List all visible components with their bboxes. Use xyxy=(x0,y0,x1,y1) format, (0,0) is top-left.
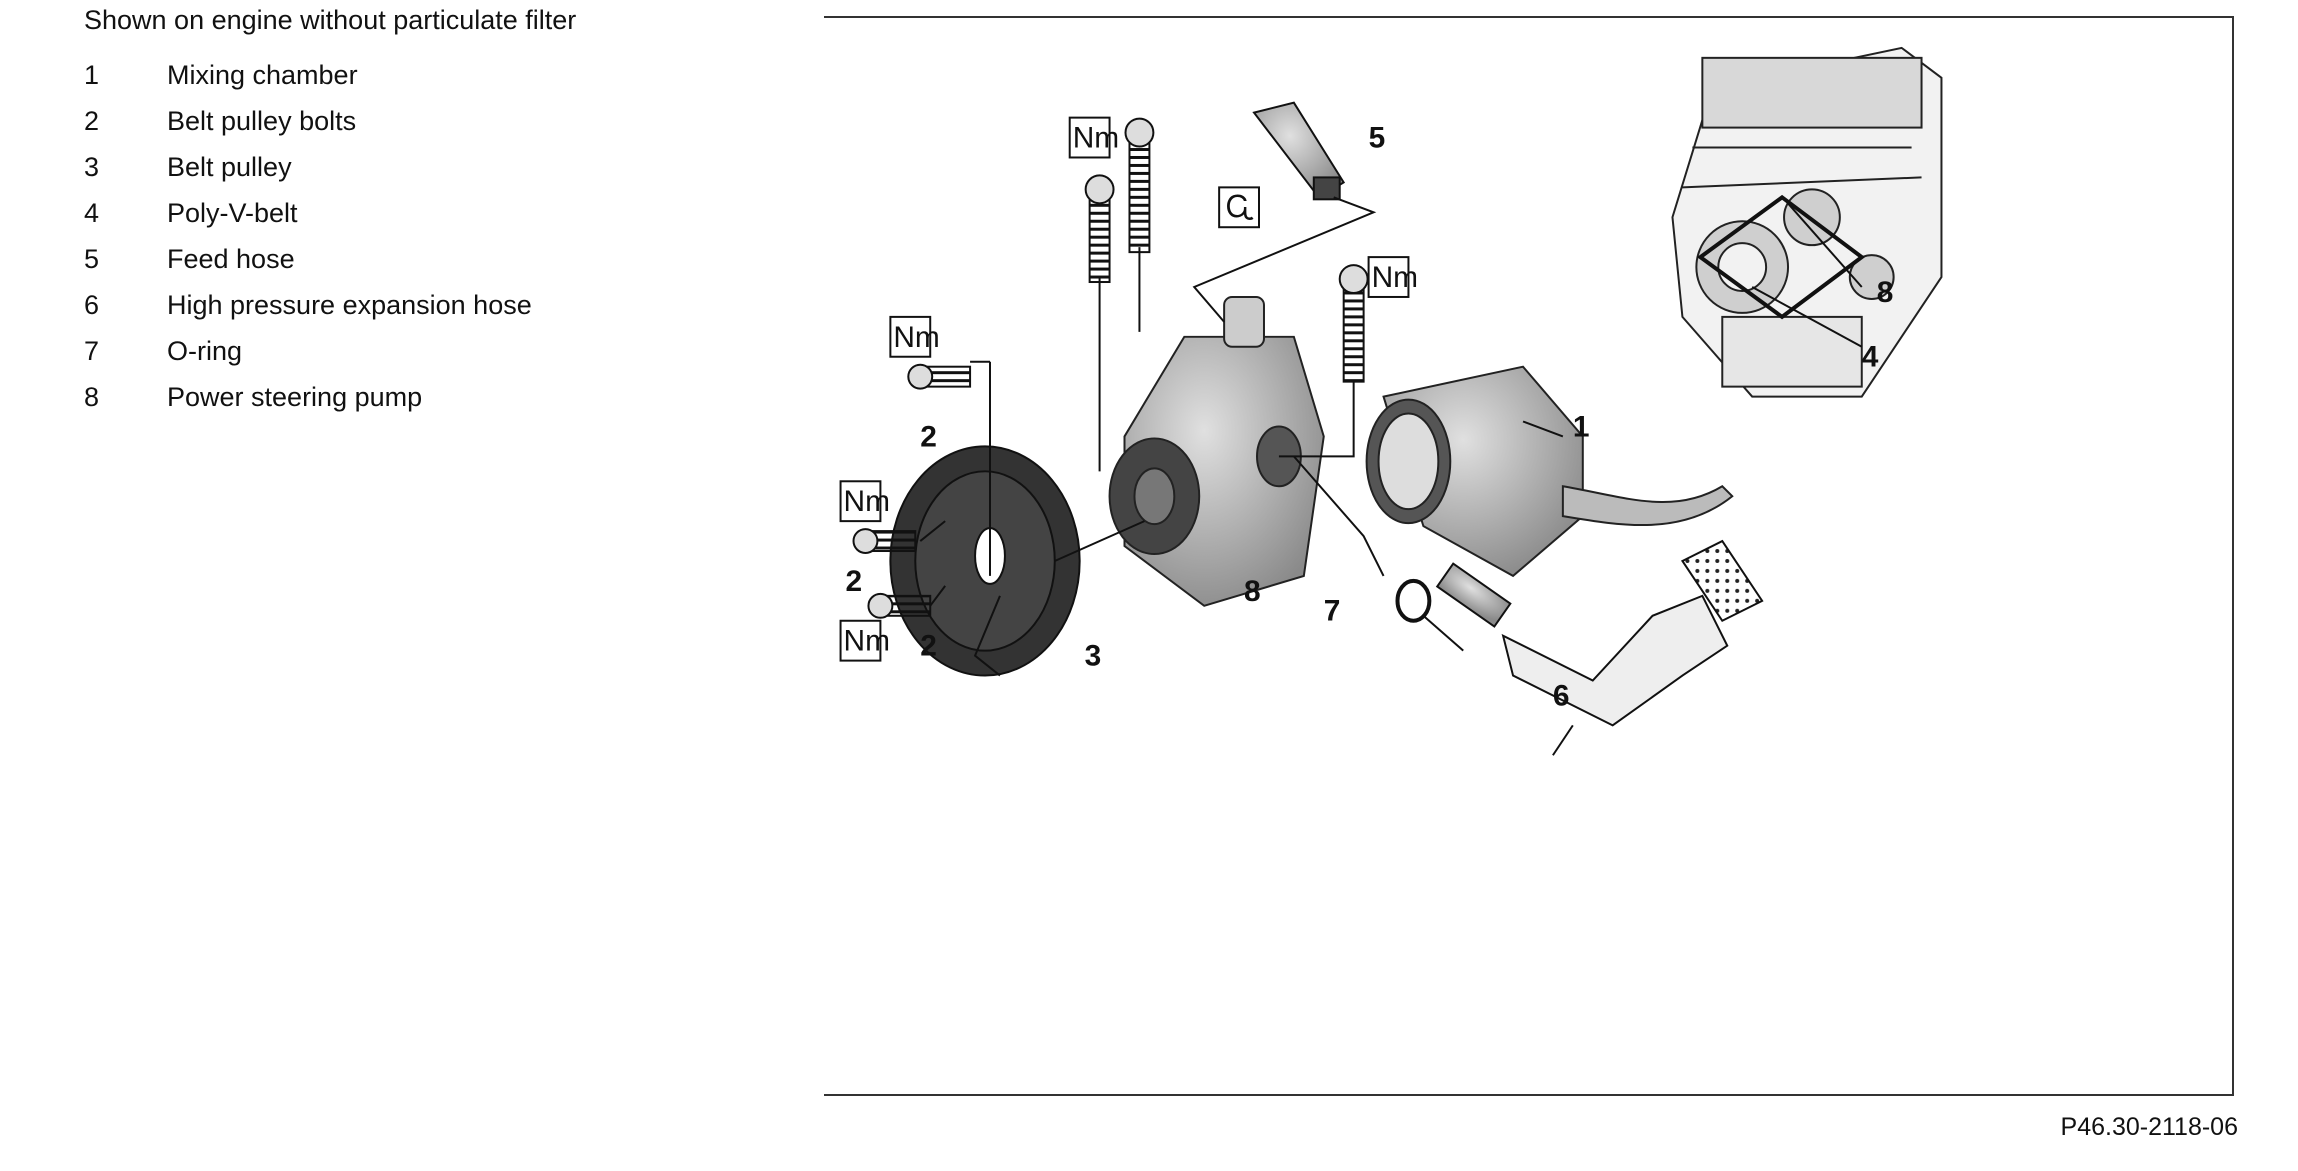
figure-code: P46.30-2118-06 xyxy=(2060,1113,2238,1141)
torque-label: Nm xyxy=(844,625,890,658)
legend-label: Power steering pump xyxy=(167,381,423,412)
torque-markers: Nm Nm Nm Nm Nm Ꮹ xyxy=(839,116,1418,662)
legend-item: 8 Power steering pump xyxy=(84,374,532,420)
legend-number: 8 xyxy=(84,381,100,412)
exploded-view-figure: Nm Nm Nm Nm Nm Ꮹ 1 2 2 2 3 4 5 6 7 8 8 xyxy=(824,16,2234,1096)
tool-symbol: Ꮹ xyxy=(1226,191,1255,224)
legend-item: 1 Mixing chamber xyxy=(84,52,532,98)
callout-7: 7 xyxy=(1324,595,1341,628)
legend-label: Mixing chamber xyxy=(167,59,358,90)
legend-item: 5 Feed hose xyxy=(84,236,532,282)
legend-number: 2 xyxy=(84,105,100,136)
legend-number: 3 xyxy=(84,151,100,182)
legend-item: 6 High pressure expansion hose xyxy=(84,282,532,328)
legend-number: 5 xyxy=(84,243,100,274)
pulley-bolts xyxy=(852,363,972,619)
callout-6: 6 xyxy=(1553,679,1570,712)
callout-5: 5 xyxy=(1369,122,1386,155)
expansion-hose-part xyxy=(1435,539,1764,727)
legend-label: High pressure expansion hose xyxy=(167,289,532,320)
legend-label: Feed hose xyxy=(167,243,295,274)
torque-label: Nm xyxy=(1372,261,1418,294)
legend-item: 2 Belt pulley bolts xyxy=(84,98,532,144)
legend-label: Belt pulley bolts xyxy=(167,105,357,136)
legend-item: 4 Poly-V-belt xyxy=(84,190,532,236)
callout-2: 2 xyxy=(920,420,937,453)
leader-lines xyxy=(919,196,1863,756)
torque-label: Nm xyxy=(1073,122,1119,155)
pump-bolts xyxy=(1084,117,1369,383)
callout-2: 2 xyxy=(846,565,863,598)
legend-item: 3 Belt pulley xyxy=(84,144,532,190)
legend-label: Belt pulley xyxy=(167,151,292,182)
callout-numbers: 1 2 2 2 3 4 5 6 7 8 8 xyxy=(846,122,1894,713)
exploded-view-drawing: Nm Nm Nm Nm Nm Ꮹ 1 2 2 2 3 4 5 6 7 8 8 xyxy=(839,46,1943,756)
legend-number: 7 xyxy=(84,335,100,366)
figure-caption: Shown on engine without particulate filt… xyxy=(84,5,577,35)
belt-pulley-part xyxy=(889,445,1081,677)
engine-illustration xyxy=(1671,46,1943,398)
callout-1: 1 xyxy=(1573,410,1590,443)
callout-8: 8 xyxy=(1877,276,1894,309)
feed-hose-part xyxy=(1252,101,1346,201)
torque-label: Nm xyxy=(844,485,890,518)
o-ring-part xyxy=(1395,578,1432,623)
power-steering-pump-part xyxy=(1108,295,1325,607)
callout-3: 3 xyxy=(1085,640,1102,673)
torque-label: Nm xyxy=(893,321,939,354)
legend-item: 7 O-ring xyxy=(84,328,532,374)
mixing-chamber-part xyxy=(1365,365,1734,578)
parts-legend: 1 Mixing chamber 2 Belt pulley bolts 3 Belt… xyxy=(84,52,532,420)
legend-number: 1 xyxy=(84,59,100,90)
legend-label: Poly-V-belt xyxy=(167,197,298,228)
callout-4: 4 xyxy=(1862,341,1879,374)
callout-2: 2 xyxy=(920,630,937,663)
legend-number: 4 xyxy=(84,197,100,228)
callout-8: 8 xyxy=(1244,575,1261,608)
legend-label: O-ring xyxy=(167,335,243,366)
legend-number: 6 xyxy=(84,289,100,320)
